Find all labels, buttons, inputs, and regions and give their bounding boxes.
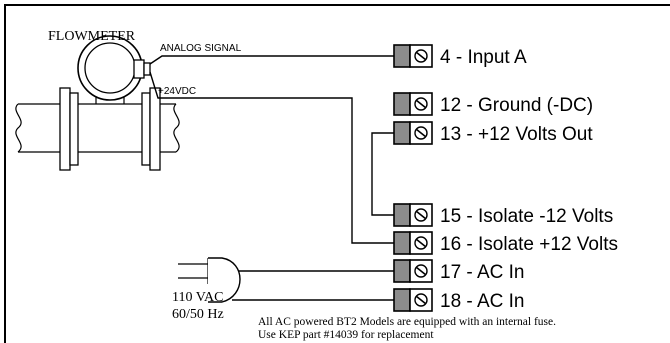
pipe-left-break <box>15 103 22 153</box>
screw-slot-icon <box>415 295 427 305</box>
cable-gland <box>133 59 145 79</box>
flowmeter-illustration: FLOWMETER <box>15 29 180 171</box>
pipe-flange-left-inner <box>69 92 79 166</box>
screw-slot-icon <box>415 99 427 109</box>
fuse-note-line-1: All AC powered BT2 Models are equipped w… <box>258 316 556 328</box>
terminal-label: 12 - Ground (-DC) <box>440 95 593 116</box>
ac-power-plug: 110 VAC 60/50 Hz <box>172 257 241 322</box>
pipe-right-break <box>173 103 180 153</box>
screw-slot-icon <box>415 266 427 276</box>
terminal-3: 13 - +12 Volts Out <box>393 121 593 145</box>
ac-voltage-label: 110 VAC <box>172 290 223 305</box>
terminal-block <box>393 44 411 68</box>
diagram-border <box>4 4 670 343</box>
terminal-block <box>393 288 411 312</box>
terminal-label: 15 - Isolate -12 Volts <box>440 206 613 227</box>
terminal-label: 18 - AC In <box>440 291 525 312</box>
jumper-13-to-15 <box>371 132 394 216</box>
meter-head-inner <box>84 42 136 94</box>
ac-frequency-label: 60/50 Hz <box>172 307 224 322</box>
meter-body <box>78 103 142 153</box>
wiring: ANALOG SIGNAL +24VDC <box>149 43 394 301</box>
fuse-note-line-2: Use KEP part #14039 for replacement <box>258 329 434 341</box>
terminal-block <box>393 259 411 283</box>
terminal-label: 13 - +12 Volts Out <box>440 124 593 145</box>
terminal-block <box>393 121 411 145</box>
terminal-4: 15 - Isolate -12 Volts <box>393 203 613 227</box>
terminal-label: 4 - Input A <box>440 47 527 68</box>
cable-gland-tip <box>143 62 151 76</box>
flowmeter-label: FLOWMETER <box>48 29 136 44</box>
terminal-label: 17 - AC In <box>440 262 525 283</box>
screw-slot-icon <box>415 238 427 248</box>
screw-slot-icon <box>415 128 427 138</box>
terminal-block <box>393 92 411 116</box>
pipe-flange-right-inner <box>141 92 151 166</box>
terminal-5: 16 - Isolate +12 Volts <box>393 231 618 255</box>
pipe-flange-right <box>149 87 161 171</box>
analog-signal-wire <box>149 55 394 65</box>
terminal-6: 17 - AC In <box>393 259 525 283</box>
pipe-flange-left <box>59 87 71 171</box>
analog-signal-label: ANALOG SIGNAL <box>160 43 242 54</box>
supply-24vdc-wire <box>149 71 394 244</box>
terminal-block <box>393 231 411 255</box>
terminal-7: 18 - AC In <box>393 288 525 312</box>
terminal-1: 4 - Input A <box>393 44 527 68</box>
screw-slot-icon <box>415 210 427 220</box>
supply-24vdc-label: +24VDC <box>158 86 196 97</box>
terminal-2: 12 - Ground (-DC) <box>393 92 593 116</box>
plug-body <box>208 257 241 303</box>
terminal-block <box>393 203 411 227</box>
terminal-label: 16 - Isolate +12 Volts <box>440 234 618 255</box>
screw-slot-icon <box>415 51 427 61</box>
terminal-strip: 4 - Input A 12 - Ground (-DC) 13 - +12 Vol… <box>393 44 618 312</box>
